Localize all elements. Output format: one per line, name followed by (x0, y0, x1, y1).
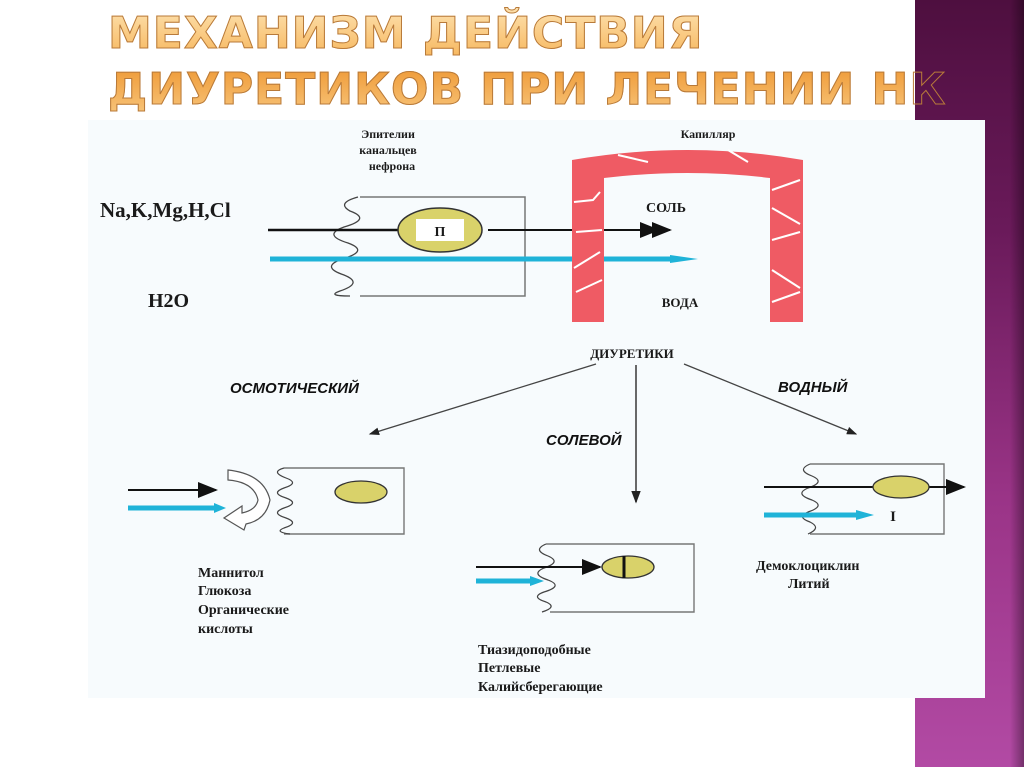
brush-border-icon (330, 196, 361, 297)
salt-cell-outline (546, 543, 695, 613)
epithelium-label-3: нефрона (369, 159, 415, 173)
capillary-group: Капилляр СОЛЬ ВОДА (572, 127, 803, 322)
osmotic-nucleus (334, 480, 388, 504)
salt-nucleus (601, 555, 655, 579)
water-drug-2: Литий (788, 577, 830, 592)
branch-arrow-osmotic (368, 363, 597, 436)
salt-drug-2: Петлевые (478, 661, 540, 676)
salt-drug-1: Тиазидоподобные (478, 643, 591, 658)
osmotic-backflow-arrow-icon (222, 469, 271, 531)
water-cell-outline (810, 463, 945, 535)
osmotic-type-label: ОСМОТИЧЕСКИЙ (230, 379, 360, 397)
water-type-label: ВОДНЫЙ (778, 378, 849, 396)
diagram-panel: Эпителии канальцев нефрона Na,K,Mg,H,Cl … (88, 120, 985, 698)
branch-arrow-water (683, 363, 858, 435)
salt-drug-3: Калийсберегающие (478, 680, 603, 695)
epithelial-cell-outline (360, 196, 526, 297)
osmotic-brush-border-icon (276, 467, 294, 535)
epithelium-label-2: канальцев (359, 143, 417, 157)
water-brush-border-icon (801, 463, 819, 535)
water-nucleus (872, 475, 930, 499)
pump-label-box (416, 219, 464, 241)
water-water-arrowhead (856, 510, 874, 520)
title-line-2: ДИУРЕТИКОВ ПРИ ЛЕЧЕНИИ НК (108, 64, 947, 116)
ions-label: Na,K,Mg,H,Cl (100, 198, 231, 222)
water-marker-label: I (890, 509, 896, 525)
capillary-wall (572, 150, 803, 322)
capillary-texture (573, 149, 801, 303)
water-in-capillary-label: ВОДА (662, 295, 699, 310)
osmotic-drug-4: кислоты (198, 622, 253, 637)
osmotic-water-arrowhead (214, 503, 226, 513)
slide-title: МЕХАНИЗМ ДЕЙСТВИЯ ДИУРЕТИКОВ ПРИ ЛЕЧЕНИИ… (108, 6, 947, 118)
capillary-label: Капилляр (681, 127, 736, 141)
salt-label: СОЛЬ (646, 201, 686, 216)
osmotic-branch: Маннитол Глюкоза Органические кислоты (128, 467, 405, 637)
osmotic-drug-3: Органические (198, 603, 289, 618)
salt-branch: Тиазидоподобные Петлевые Калийсберегающи… (476, 543, 695, 695)
water-branch: I Демоклоциклин Литий (756, 463, 966, 592)
diuretics-diagram: Эпителии канальцев нефрона Na,K,Mg,H,Cl … (100, 127, 966, 695)
osmotic-drug-2: Глюкоза (198, 584, 251, 599)
water-label: H2O (148, 290, 189, 312)
salt-water-arrowhead (530, 576, 544, 586)
pump-label: П (435, 225, 446, 240)
salt-type-label: СОЛЕВОЙ (546, 431, 623, 449)
salt-brush-border-icon (536, 543, 556, 613)
title-line-1: МЕХАНИЗМ ДЕЙСТВИЯ (108, 8, 704, 60)
osmotic-drug-1: Маннитол (198, 566, 264, 581)
water-drug-1: Демоклоциклин (756, 559, 859, 574)
epithelium-label-1: Эпителии (361, 127, 415, 141)
water-arrowhead (670, 255, 698, 263)
diuretics-center-label: ДИУРЕТИКИ (590, 346, 674, 361)
epithelium-group: Эпителии канальцев нефрона Na,K,Mg,H,Cl … (100, 127, 698, 312)
osmotic-cell-outline (284, 467, 405, 535)
